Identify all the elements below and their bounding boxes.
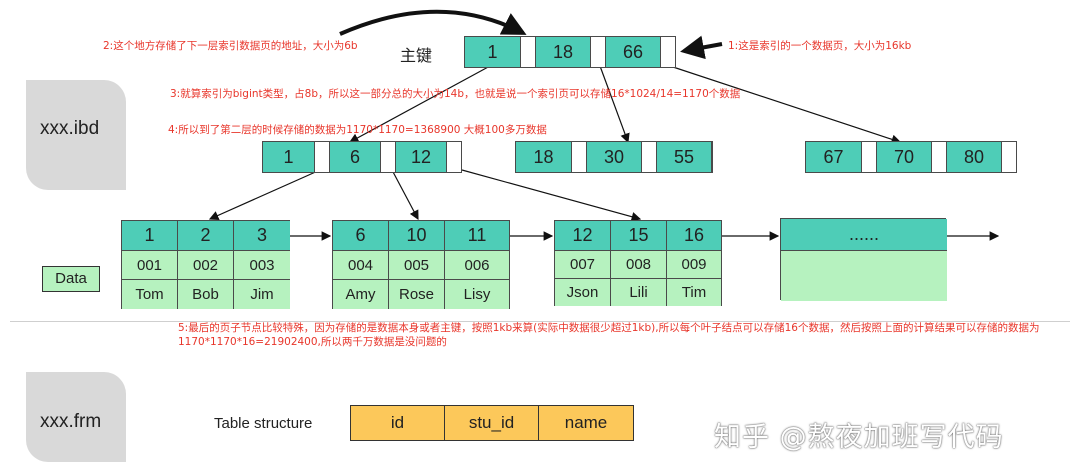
structure-field: stu_id	[445, 406, 539, 440]
index-key: 18	[516, 142, 572, 172]
leaf-value: 009	[667, 251, 721, 279]
level2-index-page: 1 6 12	[262, 141, 462, 173]
ibd-file-label: xxx.ibd	[40, 118, 100, 139]
root-key: 18	[535, 37, 591, 67]
root-key: 66	[605, 37, 661, 67]
leaf-page: 1 2 3 001 002 003 Tom Bob Jim	[121, 220, 290, 309]
leaf-key: 15	[611, 221, 667, 251]
leaf-empty	[781, 251, 947, 301]
index-key: 6	[329, 142, 381, 172]
index-key: 67	[806, 142, 862, 172]
pointer-slot	[862, 142, 876, 172]
pointer-slot	[381, 142, 395, 172]
leaf-value: Json	[555, 279, 611, 306]
watermark: 知乎 @熬夜加班写代码	[714, 422, 1004, 453]
leaf-key: 6	[333, 221, 389, 251]
leaf-value: 003	[234, 251, 290, 280]
pointer-slot	[521, 37, 535, 67]
leaf-key: 11	[445, 221, 509, 251]
leaf-value: 007	[555, 251, 611, 279]
table-structure-label: Table structure	[214, 415, 313, 432]
pointer-slot	[315, 142, 329, 172]
leaf-page-more: ......	[780, 218, 947, 301]
leaf-key: 10	[389, 221, 445, 251]
leaf-value: Tim	[667, 279, 721, 306]
leaf-page: 6 10 11 004 005 006 Amy Rose Lisy	[332, 220, 510, 309]
index-key: 55	[656, 142, 712, 172]
index-key: 80	[946, 142, 1002, 172]
index-key: 30	[586, 142, 642, 172]
leaf-value: 004	[333, 251, 389, 280]
primary-key-label: 主键	[400, 48, 433, 65]
index-key: 12	[395, 142, 447, 172]
frm-file-label: xxx.frm	[40, 411, 102, 432]
index-key: 1	[263, 142, 315, 172]
curved-arrow	[339, 9, 527, 36]
leaf-value: Lili	[611, 279, 667, 306]
pointer-arrow	[680, 35, 723, 60]
leaf-value: Bob	[178, 280, 234, 309]
leaf-page: 12 15 16 007 008 009 Json Lili Tim	[554, 220, 722, 306]
root-index-page: 1 18 66	[464, 36, 676, 68]
table-structure: id stu_id name	[350, 405, 634, 441]
leaf-key: 12	[555, 221, 611, 251]
note-5: 5:最后的页子节点比较特殊，因为存储的是数据本身或者主键，按照1kb来算(实际中…	[178, 322, 1040, 348]
leaf-value: 005	[389, 251, 445, 280]
leaf-value: Tom	[122, 280, 178, 309]
leaf-value: Amy	[333, 280, 389, 309]
leaf-value: 002	[178, 251, 234, 280]
leaf-key: 1	[122, 221, 178, 251]
structure-field: name	[539, 406, 633, 440]
pointer-slot	[591, 37, 605, 67]
leaf-key: 3	[234, 221, 290, 251]
structure-field: id	[351, 406, 445, 440]
pointer-slot	[932, 142, 946, 172]
note-1: 1:这是索引的一个数据页，大小为16kb	[728, 40, 912, 52]
pointer-slot	[642, 142, 656, 172]
note-3: 3:就算索引为bigint类型，占8b，所以这一部分总的大小为14b，也就是说一…	[170, 88, 741, 100]
leaf-value: Jim	[234, 280, 290, 309]
leaf-key: 16	[667, 221, 721, 251]
frm-file-tab	[26, 372, 126, 462]
pointer-slot	[661, 37, 675, 67]
index-key: 70	[876, 142, 932, 172]
level2-index-page: 67 70 80	[805, 141, 1017, 173]
ellipsis-label: ......	[781, 219, 947, 251]
data-label: Data	[42, 266, 100, 292]
ibd-file-tab	[26, 80, 126, 190]
leaf-value: 006	[445, 251, 509, 280]
leaf-key: 2	[178, 221, 234, 251]
leaf-value: Rose	[389, 280, 445, 309]
note-4: 4:所以到了第二层的时候存储的数据为1170*1170=1368900 大概10…	[168, 124, 547, 136]
separator-line	[10, 321, 1070, 322]
pointer-slot	[447, 142, 461, 172]
leaf-value: 001	[122, 251, 178, 280]
note-2: 2:这个地方存储了下一层索引数据页的地址，大小为6b	[103, 40, 358, 52]
leaf-value: 008	[611, 251, 667, 279]
pointer-slot	[572, 142, 586, 172]
root-key: 1	[465, 37, 521, 67]
pointer-slot	[1002, 142, 1016, 172]
level2-index-page: 18 30 55	[515, 141, 713, 173]
leaf-value: Lisy	[445, 280, 509, 309]
